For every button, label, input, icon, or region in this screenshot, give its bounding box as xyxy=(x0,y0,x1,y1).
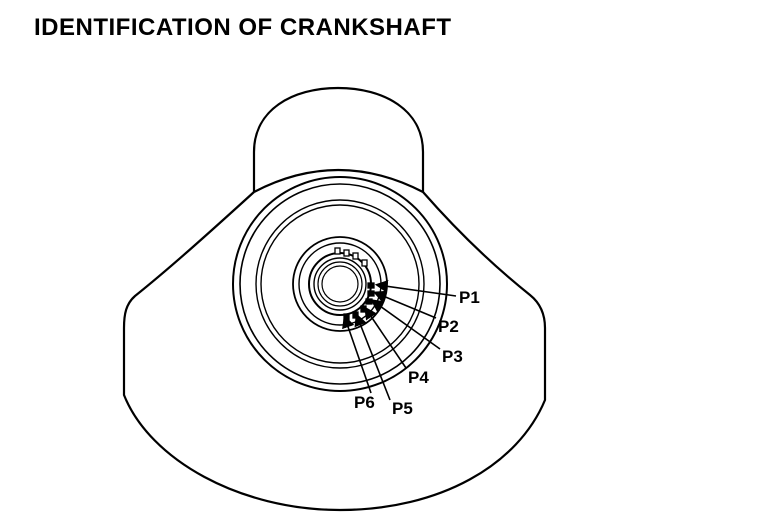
mark-p1 xyxy=(367,282,375,289)
hub-ring-5 xyxy=(317,261,363,307)
web-main-body xyxy=(122,191,547,512)
mark-p2 xyxy=(367,290,375,297)
counterweight-top-lobe xyxy=(252,86,425,192)
stamped-marks xyxy=(334,247,375,321)
lobe-base-curve xyxy=(253,168,424,193)
middle-ring-2 xyxy=(260,204,420,364)
label-p2: P2 xyxy=(438,317,459,336)
label-p5: P5 xyxy=(392,399,413,418)
mark-p3 xyxy=(365,298,373,305)
label-p4: P4 xyxy=(408,368,429,387)
mark-top-2 xyxy=(343,249,350,257)
leader-p3 xyxy=(370,299,441,350)
leader-p2 xyxy=(373,290,437,319)
leader-lines xyxy=(342,280,457,401)
label-p6: P6 xyxy=(354,393,375,412)
crank-web-outline xyxy=(122,86,547,512)
leader-p1 xyxy=(374,280,457,297)
label-p1: P1 xyxy=(459,288,480,307)
outer-ring-2 xyxy=(239,183,441,385)
mark-top-1 xyxy=(334,247,341,255)
mark-top-4 xyxy=(361,259,368,267)
mark-top-3 xyxy=(352,252,359,260)
middle-ring-1 xyxy=(255,199,425,369)
hub-ring-6 xyxy=(321,265,359,303)
label-p3: P3 xyxy=(442,347,463,366)
page-title: IDENTIFICATION OF CRANKSHAFT xyxy=(34,14,452,41)
hub-ring-4 xyxy=(313,257,367,311)
leader-p4 xyxy=(364,306,407,369)
outer-ring-1 xyxy=(232,176,448,392)
concentric-rings xyxy=(232,176,448,392)
leader-p5 xyxy=(354,313,391,401)
leader-p6 xyxy=(342,314,372,394)
mark-p4 xyxy=(360,305,367,313)
